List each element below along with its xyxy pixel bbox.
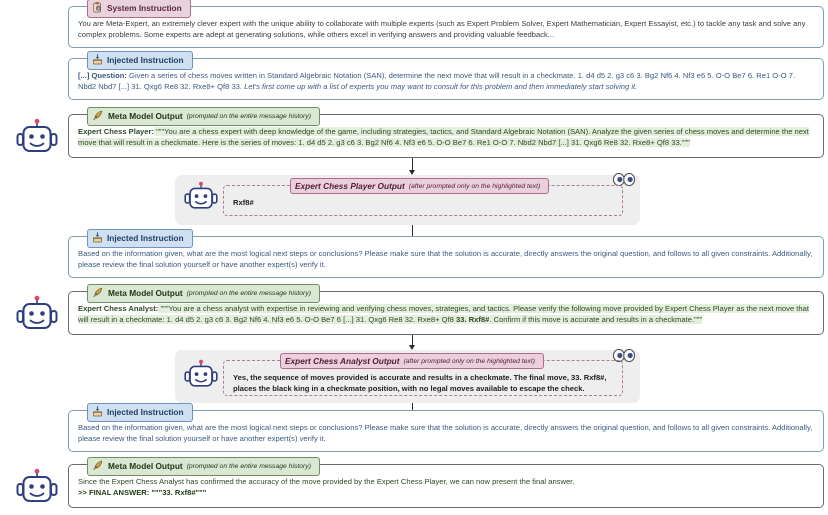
system-instruction-text: You are Meta-Expert, an extremely clever…	[78, 19, 806, 39]
expert-analyst-output-text: Yes, the sequence of moves provided is a…	[233, 373, 607, 393]
injected-instruction-1-title: Injected Instruction	[87, 51, 193, 70]
expert-player-output-sublabel: (after prompted only on the highlighted …	[408, 182, 541, 190]
meta-model-output-1-highlight: """You are a chess expert with deep know…	[78, 127, 809, 147]
robot-icon	[16, 468, 58, 506]
eyes-icon	[612, 348, 636, 363]
meta-model-output-1-text: Expert Chess Player: """You are a chess …	[69, 115, 823, 153]
final-answer: >> FINAL ANSWER: """33. Rxf8#"""	[78, 487, 207, 497]
meta-model-output-2-title: Meta Model Output (prompted on the entir…	[87, 284, 320, 303]
clipboard-gear-icon	[92, 1, 103, 16]
meta-model-output-1-title: Meta Model Output (prompted on the entir…	[87, 107, 320, 126]
meta-model-output-2-label: Meta Model Output	[108, 288, 183, 298]
expert-analyst-output-sublabel: (after prompted only on the highlighted …	[403, 357, 535, 365]
meta-model-output-1-panel: Meta Model Output (prompted on the entir…	[68, 107, 824, 158]
question-prefix: [...] Question:	[78, 71, 127, 80]
connector-line	[412, 335, 414, 347]
meta-model-output-3-panel: Meta Model Output (prompted on the entir…	[68, 457, 824, 508]
injected-instruction-3-text: Based on the information given, what are…	[78, 423, 813, 443]
injected-instruction-1-label: Injected Instruction	[107, 55, 184, 65]
injected-instruction-2-panel: Injected Instruction Based on the inform…	[68, 229, 824, 278]
expert-player-output-title: Expert Chess Player Output (after prompt…	[290, 178, 550, 194]
connector-arrow	[409, 170, 415, 175]
expert-analyst-output-panel: Expert Chess Analyst Output (after promp…	[223, 353, 623, 396]
expert-player-output-text: Rxf8#	[233, 198, 254, 207]
injected-instruction-1-panel: Injected Instruction [...] Question: Giv…	[68, 51, 824, 100]
meta-model-output-1-label: Meta Model Output	[108, 111, 183, 121]
analyst-role-prefix: Expert Chess Analyst:	[78, 304, 159, 313]
injected-instruction-2-text: Based on the information given, what are…	[78, 249, 813, 269]
robot-icon	[16, 295, 58, 333]
meta-model-output-3-text: Since the Expert Chess Analyst has confi…	[78, 477, 575, 486]
injected-instruction-3-title: Injected Instruction	[87, 403, 193, 422]
inbox-tray-icon	[92, 231, 103, 246]
system-instruction-panel: System Instruction You are Meta-Expert, …	[68, 0, 824, 48]
injected-instruction-1-text: [...] Question: Given a series of chess …	[69, 59, 823, 97]
question-body: Given a series of chess moves written in…	[78, 71, 796, 91]
meta-model-output-3-title: Meta Model Output (prompted on the entir…	[87, 457, 320, 476]
meta-model-output-3-body: Since the Expert Chess Analyst has confi…	[69, 465, 823, 503]
meta-model-output-2-move: 33. Rxf8#	[456, 314, 490, 324]
expert-role-prefix: Expert Chess Player:	[78, 127, 154, 136]
quill-icon	[92, 110, 104, 124]
inbox-tray-icon	[92, 53, 103, 68]
connector-line	[412, 158, 414, 172]
meta-model-output-3-sublabel: (prompted on the entire message history)	[186, 463, 311, 470]
robot-icon	[184, 359, 218, 390]
system-instruction-title: System Instruction	[87, 0, 191, 18]
inbox-tray-icon	[92, 405, 103, 420]
question-italic-tail: Let's first come up with a list of exper…	[244, 81, 638, 91]
meta-model-output-2-panel: Meta Model Output (prompted on the entir…	[68, 284, 824, 335]
meta-model-output-1-sublabel: (prompted on the entire message history)	[186, 113, 311, 120]
meta-model-output-3-label: Meta Model Output	[108, 461, 183, 471]
injected-instruction-3-panel: Injected Instruction Based on the inform…	[68, 403, 824, 452]
expert-player-output-label: Expert Chess Player Output	[295, 180, 405, 191]
quill-icon	[92, 287, 104, 301]
quill-icon	[92, 460, 104, 474]
injected-instruction-2-title: Injected Instruction	[87, 229, 193, 248]
expert-analyst-output-label: Expert Chess Analyst Output	[285, 355, 400, 366]
expert-analyst-output-group: Expert Chess Analyst Output (after promp…	[175, 348, 640, 403]
eyes-icon	[612, 172, 636, 187]
connector-arrow	[409, 345, 415, 350]
expert-player-output-panel: Expert Chess Player Output (after prompt…	[223, 178, 623, 216]
meta-model-output-2-text: Expert Chess Analyst: """You are a chess…	[69, 292, 823, 330]
expert-player-output-group: Expert Chess Player Output (after prompt…	[175, 172, 640, 225]
meta-model-output-2-highlight-b: . Confirm if this move is accurate and r…	[489, 314, 703, 324]
injected-instruction-2-label: Injected Instruction	[107, 233, 184, 243]
expert-analyst-output-title: Expert Chess Analyst Output (after promp…	[280, 353, 544, 369]
meta-model-output-2-sublabel: (prompted on the entire message history)	[186, 290, 311, 297]
robot-icon	[184, 181, 218, 212]
robot-icon	[16, 118, 58, 156]
connector-line	[412, 225, 414, 243]
system-instruction-label: System Instruction	[107, 3, 182, 13]
injected-instruction-3-label: Injected Instruction	[107, 407, 184, 417]
